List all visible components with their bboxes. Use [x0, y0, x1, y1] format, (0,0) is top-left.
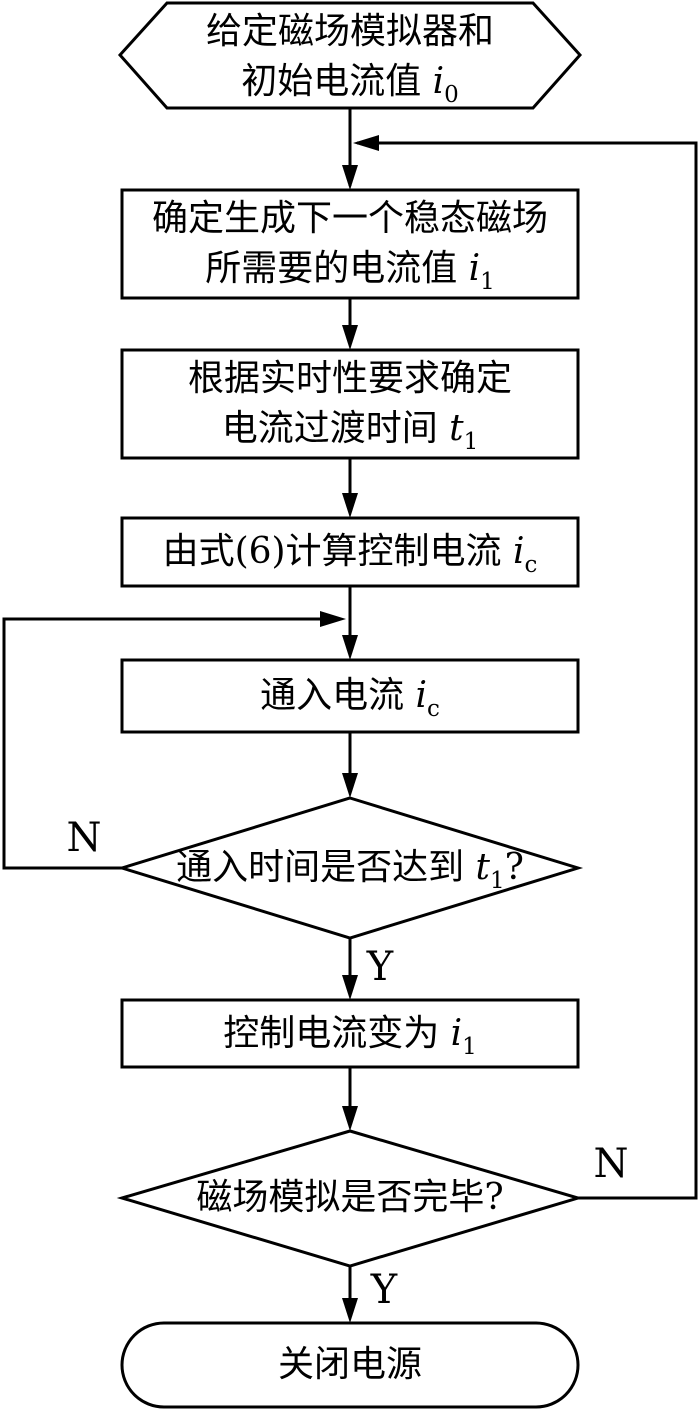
variable: i	[432, 60, 445, 102]
arrowhead-into-step4	[342, 635, 358, 660]
text-line: 由式(6)计算控制电流 ic	[162, 531, 538, 578]
step2-box	[120, 348, 580, 460]
text-line: 给定磁场模拟器和	[205, 10, 494, 52]
edge-decision2-no-feedback-line	[357, 141, 698, 1200]
step2-node-label: 根据实时性要求确定 电流过渡时间 t1	[122, 350, 578, 458]
decision2-node-label: 磁场模拟是否完毕?	[122, 1162, 578, 1234]
decision1-node-label: 通入时间是否达到 t1?	[122, 832, 578, 904]
text-line: 初始电流值 i0	[241, 60, 459, 108]
subscript: 1	[480, 269, 495, 295]
start-node-label: 给定磁场模拟器和 初始电流值 i0	[122, 5, 578, 108]
text-line: 所需要的电流值 i1	[205, 248, 495, 295]
decision1-no-label: N	[66, 815, 102, 861]
arrowhead-into-step1	[342, 165, 358, 190]
decision2-diamond	[116, 1129, 584, 1268]
text-line: 电流过渡时间 t1	[221, 408, 479, 455]
variable: i	[450, 1012, 463, 1054]
subscript: 1	[462, 1033, 477, 1060]
edge-decision1-no-feedback-line	[2, 617, 339, 870]
step1-node-label: 确定生成下一个稳态磁场 所需要的电流值 i1	[122, 190, 578, 298]
step5-box	[120, 998, 580, 1069]
decision1-diamond	[116, 796, 584, 940]
subscript: c	[427, 696, 440, 722]
arrowhead-feedback-top-left	[353, 135, 379, 151]
text-line: 通入电流 ic	[260, 675, 440, 722]
variable: t	[449, 408, 464, 449]
arrowhead-into-decision2	[342, 1106, 358, 1131]
text-line: 根据实时性要求确定	[187, 358, 512, 399]
variable: i	[415, 675, 428, 716]
step3-box	[120, 516, 580, 588]
variable: i	[513, 531, 525, 572]
decision2-yes-label: Y	[370, 1267, 398, 1313]
arrowhead-feedback-left-right	[320, 611, 346, 627]
end-terminator	[120, 1321, 580, 1409]
arrowhead-into-end	[342, 1298, 358, 1323]
subscript: 1	[463, 429, 479, 455]
subscript: c	[524, 552, 538, 578]
variable: t	[475, 847, 490, 888]
text-line: 确定生成下一个稳态磁场	[151, 198, 548, 239]
subscript: 0	[444, 81, 459, 108]
subscript: 1	[489, 868, 505, 894]
text-line: 磁场模拟是否完毕?	[196, 1177, 504, 1218]
decision1-yes-label: Y	[366, 944, 394, 990]
text-line: 通入时间是否达到 t1?	[176, 847, 524, 894]
text-line: 控制电流变为 i1	[223, 1012, 477, 1060]
step4-box	[120, 658, 580, 734]
arrowhead-into-decision1	[342, 773, 358, 798]
decision2-no-label: N	[593, 1141, 629, 1187]
variable: i	[468, 248, 481, 289]
step1-box	[120, 188, 580, 300]
end-node-label: 关闭电源	[122, 1323, 578, 1407]
arrowhead-into-step5	[342, 975, 358, 1000]
step3-node-label: 由式(6)计算控制电流 ic	[122, 518, 578, 586]
step4-node-label: 通入电流 ic	[122, 660, 578, 732]
step5-node-label: 控制电流变为 i1	[122, 1000, 578, 1067]
text-line: 关闭电源	[277, 1344, 422, 1385]
question-mark: ?	[504, 847, 524, 888]
arrowhead-into-step2	[342, 325, 358, 350]
start-hexagon	[117, 1, 583, 110]
arrowhead-into-step3	[342, 493, 358, 518]
